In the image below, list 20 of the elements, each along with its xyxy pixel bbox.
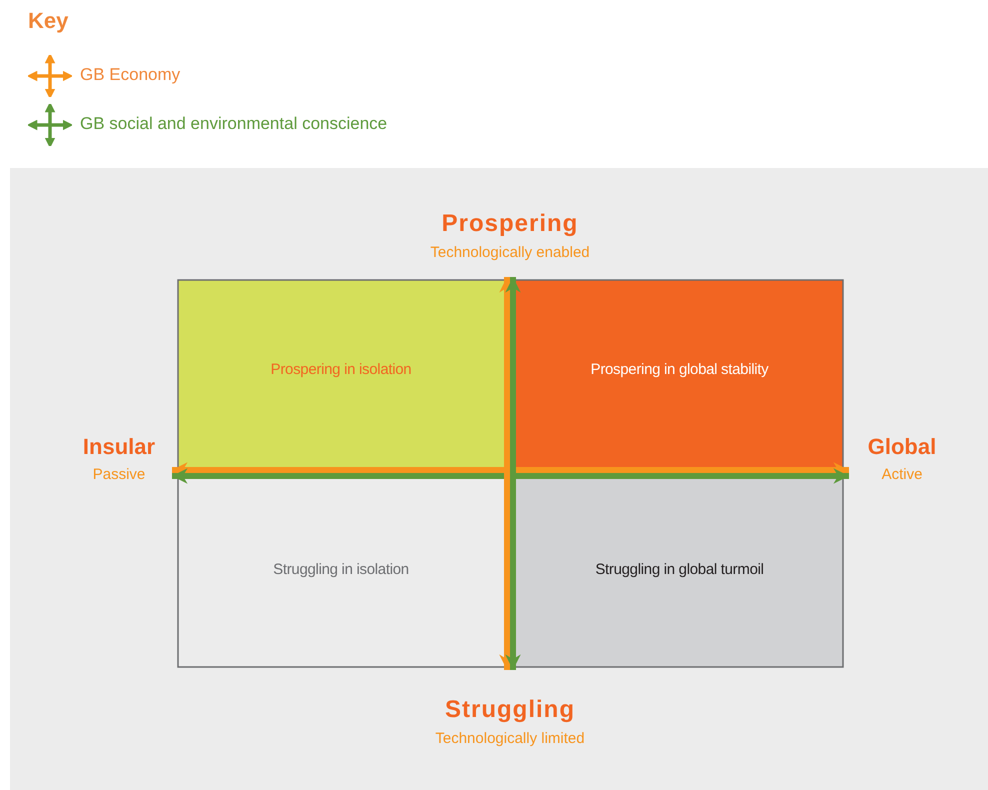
key-heading: Key — [28, 8, 68, 34]
legend-label: GB Economy — [80, 65, 180, 85]
legend-label: GB social and environmental conscience — [80, 114, 388, 134]
quadrant-label: Struggling in global turmoil — [595, 560, 764, 578]
pole-subtitle: Technologically limited — [435, 730, 585, 747]
quadrant-box — [178, 280, 504, 467]
pole-heading: Global — [868, 434, 936, 460]
quadrant-label: Prospering in isolation — [270, 361, 412, 378]
quadrant-label: Struggling in isolation — [273, 560, 409, 578]
quadrant-label: Prospering in global stability — [590, 361, 768, 378]
pole-heading: Struggling — [445, 696, 575, 724]
pole-heading: Prospering — [442, 210, 578, 238]
pole-subtitle: Passive — [92, 466, 146, 483]
pole-subtitle: Technologically enabled — [430, 244, 590, 261]
pole-subtitle: Active — [882, 466, 922, 483]
quadrant-box — [516, 280, 843, 467]
quadrant-box — [516, 479, 843, 667]
axis-arrow — [172, 468, 849, 484]
pole-heading: Insular — [82, 434, 156, 460]
axis-arrow — [505, 277, 521, 670]
